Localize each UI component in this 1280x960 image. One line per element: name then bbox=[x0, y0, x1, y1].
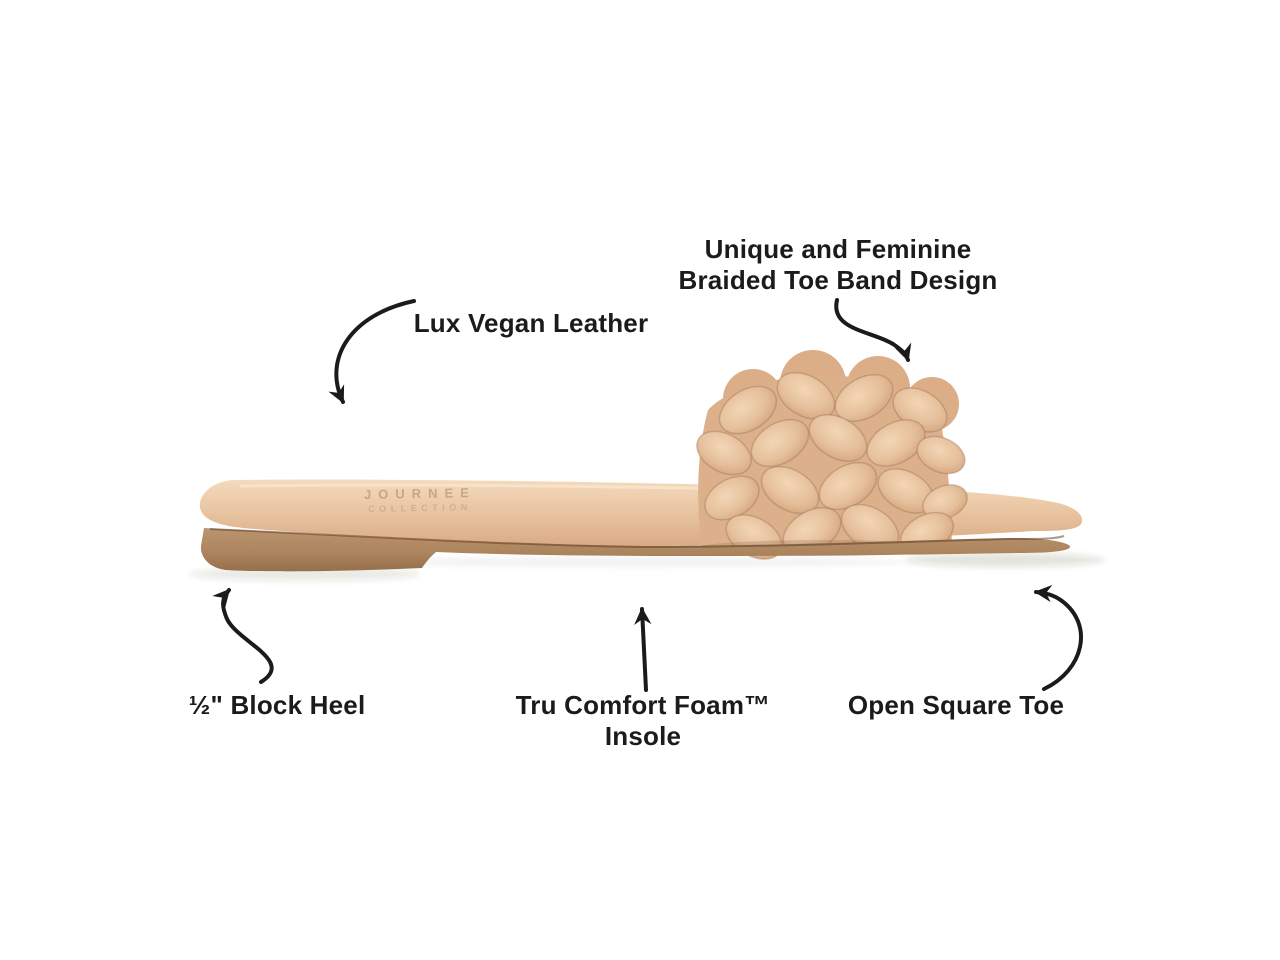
callout-arrows bbox=[212, 298, 1083, 692]
insole-brand-line2: COLLECTION bbox=[368, 502, 472, 514]
callout-braided-toe-band-line1: Unique and Feminine bbox=[704, 234, 972, 264]
outsole bbox=[200, 528, 1071, 572]
callout-lux-vegan-leather-label: Lux Vegan Leather bbox=[413, 308, 649, 338]
callout-open-square-toe: Open Square Toe bbox=[848, 690, 1064, 721]
ground-shadow bbox=[190, 553, 1105, 581]
insole-brand-line1: JOURNEE bbox=[364, 485, 476, 502]
open-square-toe-arrow bbox=[1034, 584, 1083, 691]
sole-seam bbox=[209, 528, 1065, 549]
comfort-foam-arrow bbox=[634, 607, 652, 692]
callout-lux-vegan-leather: Lux Vegan Leather bbox=[414, 308, 649, 339]
callout-braided-toe-band: Unique and Feminine Braided Toe Band Des… bbox=[678, 234, 997, 296]
callout-comfort-foam-line2: Insole bbox=[604, 721, 682, 751]
braided-band-arrow bbox=[834, 298, 912, 362]
callout-comfort-foam-line1: Tru Comfort Foam™ bbox=[515, 690, 771, 720]
sandal: JOURNEE COLLECTION bbox=[199, 350, 1083, 572]
callout-comfort-foam: Tru Comfort Foam™ Insole bbox=[516, 690, 771, 752]
callout-block-heel: ½" Block Heel bbox=[189, 690, 366, 721]
callout-open-square-toe-label: Open Square Toe bbox=[847, 690, 1065, 720]
callout-braided-toe-band-line2: Braided Toe Band Design bbox=[678, 265, 998, 295]
block-heel-arrow bbox=[212, 588, 274, 684]
lux-vegan-leather-arrow bbox=[328, 299, 416, 404]
braided-strap bbox=[696, 350, 968, 560]
callout-block-heel-label: ½" Block Heel bbox=[188, 690, 366, 720]
